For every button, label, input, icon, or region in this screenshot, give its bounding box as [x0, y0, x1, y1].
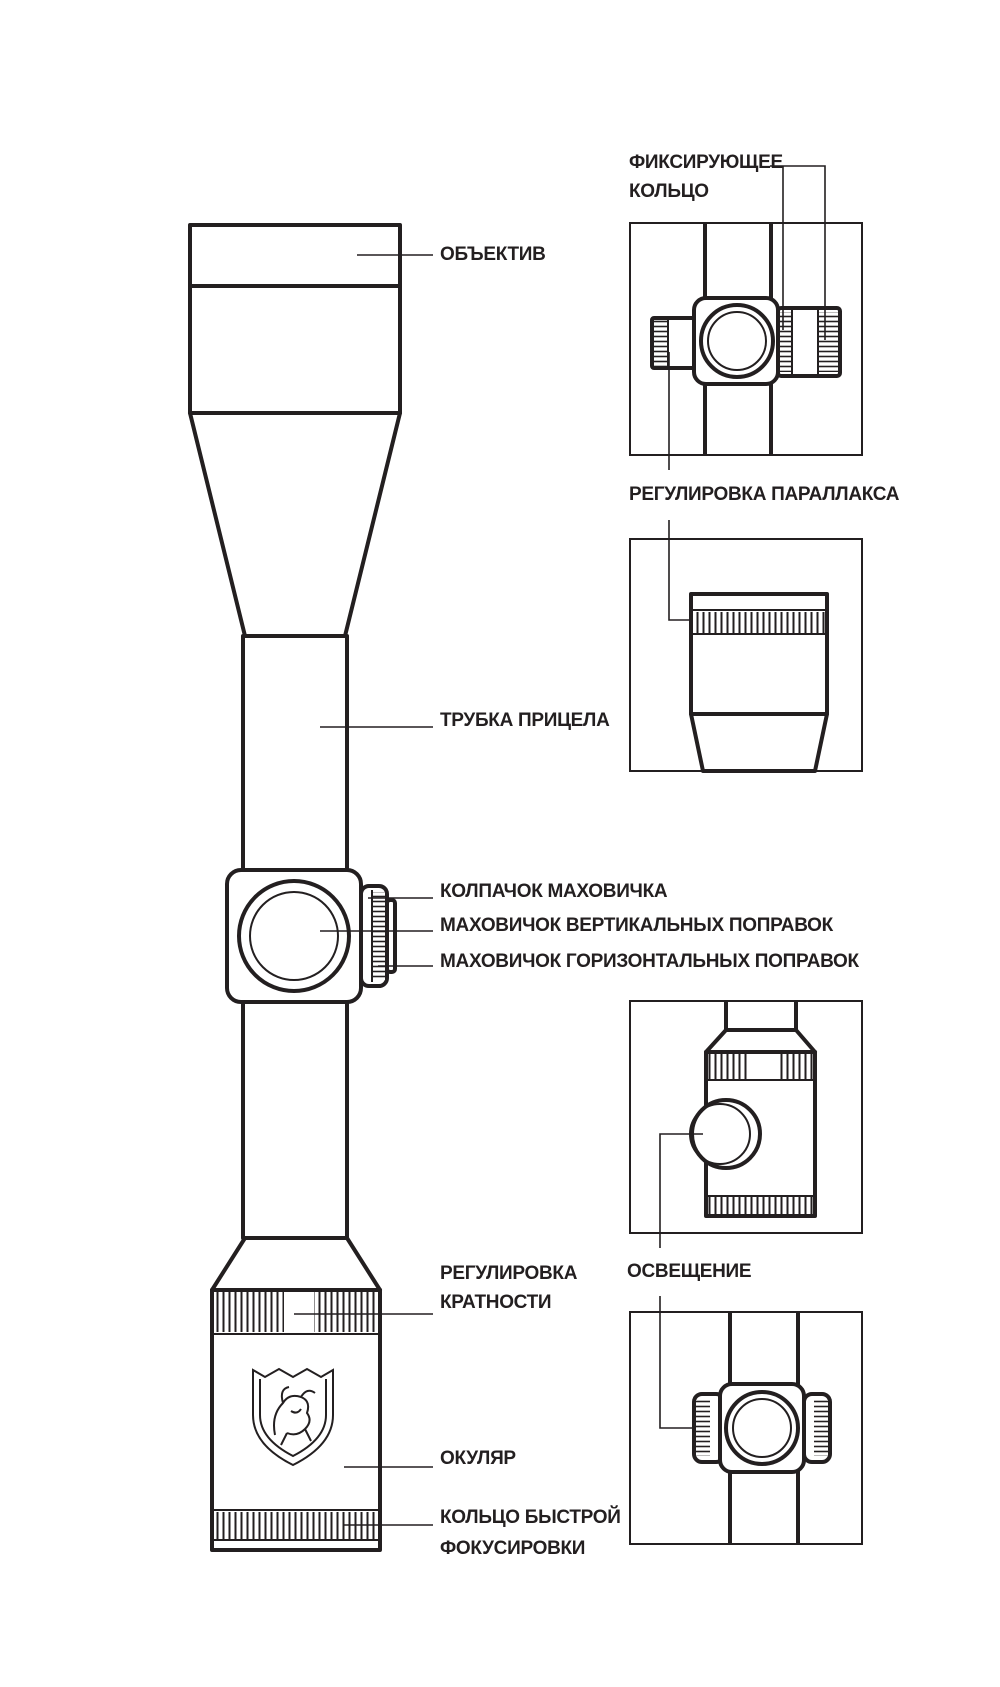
label-magnification-line2: КРАТНОСТИ [440, 1292, 551, 1313]
turret-housing [225, 868, 397, 1004]
label-fast-focus-line1: КОЛЬЦО БЫСТРОЙ [440, 1506, 621, 1528]
detail-labels: ФИКСИРУЮЩЕЕ КОЛЬЦО РЕГУЛИРОВКА ПАРАЛЛАКС… [627, 152, 900, 1282]
label-eyepiece: ОКУЛЯР [440, 1448, 516, 1469]
detail-box-illumination-side [629, 1000, 863, 1234]
main-leaders [294, 254, 433, 1526]
label-turret-cap: КОЛПАЧОК МАХОВИЧКА [440, 881, 668, 902]
rear-tube [241, 998, 349, 1240]
shield-lion-emblem-icon [252, 1367, 334, 1467]
label-fast-focus-line2: ФОКУСИРОВКИ [440, 1538, 585, 1559]
label-locking-ring-line1: ФИКСИРУЮЩЕЕ [629, 152, 783, 173]
main-scope [188, 223, 402, 1552]
eyepiece-bell [210, 1236, 382, 1292]
front-tube [241, 634, 349, 874]
label-illumination: ОСВЕЩЕНИЕ [627, 1261, 751, 1282]
label-parallax: РЕГУЛИРОВКА ПАРАЛЛАКСА [629, 484, 900, 505]
detail-box-parallax-turret [629, 222, 863, 456]
detail-box-illumination-turret [629, 1311, 863, 1545]
label-windage-knob: МАХОВИЧОК ГОРИЗОНТАЛЬНЫХ ПОПРАВОК [440, 951, 860, 972]
main-labels: ОБЪЕКТИВ ТРУБКА ПРИЦЕЛА КОЛПАЧОК МАХОВИЧ… [440, 244, 860, 1559]
detail-leaders [659, 165, 826, 1429]
label-objective: ОБЪЕКТИВ [440, 244, 546, 265]
objective-bell [188, 223, 402, 638]
label-locking-ring-line2: КОЛЬЦО [629, 181, 709, 202]
label-elevation-knob: МАХОВИЧОК ВЕРТИКАЛЬНЫХ ПОПРАВОК [440, 915, 834, 936]
label-magnification-line1: РЕГУЛИРОВКА [440, 1263, 578, 1284]
label-tube: ТРУБКА ПРИЦЕЛА [440, 710, 610, 731]
detail-box-objective-parallax [629, 538, 863, 773]
